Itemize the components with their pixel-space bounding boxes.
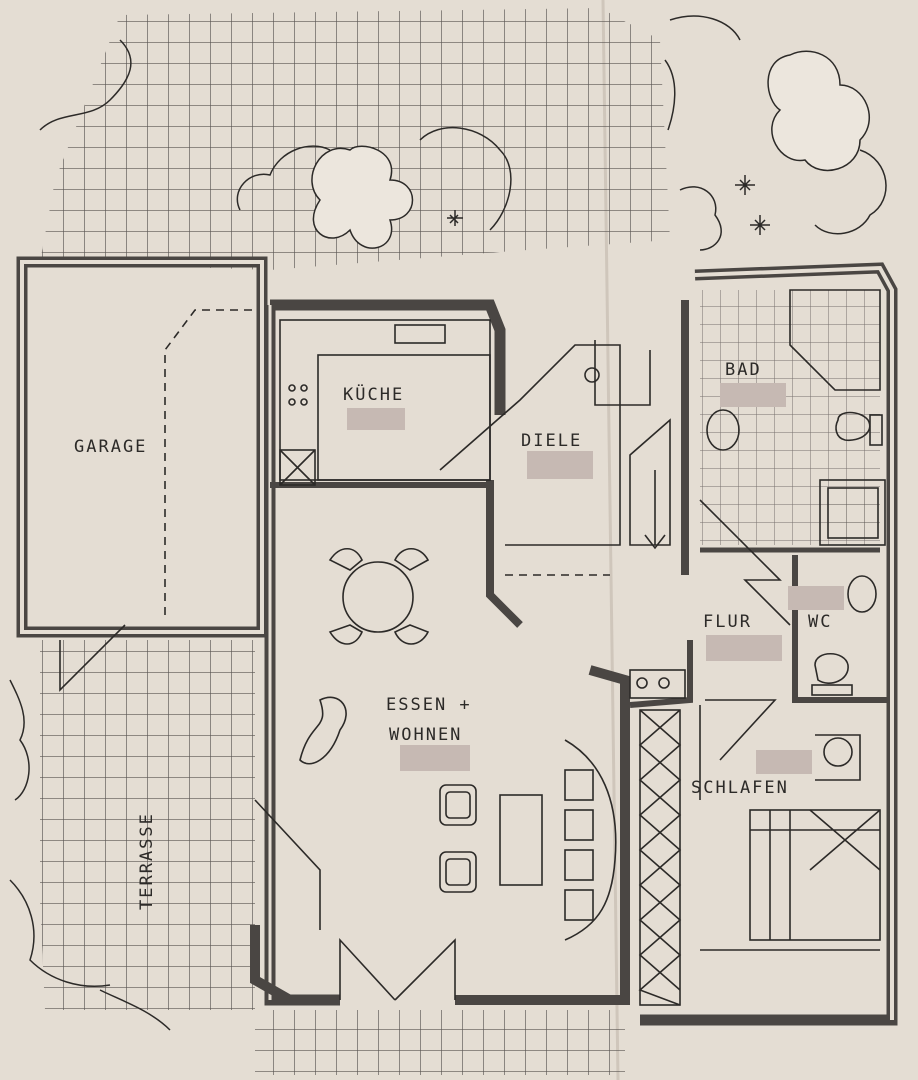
label-flur: FLUR <box>703 612 752 632</box>
outdoor-paving <box>40 8 670 1075</box>
label-wc: WC <box>808 612 832 632</box>
redaction-marks <box>347 383 844 774</box>
label-schlafen: SCHLAFEN <box>691 778 789 798</box>
label-bad: BAD <box>725 360 762 380</box>
garden-plants <box>9 15 887 1031</box>
label-terrasse: TERRASSE <box>137 812 157 910</box>
label-garage: GARAGE <box>74 437 147 457</box>
label-essen: ESSEN + <box>386 695 472 715</box>
label-kueche: KÜCHE <box>343 383 404 405</box>
fixtures <box>59 289 886 1006</box>
label-wohnen: WOHNEN <box>389 725 462 745</box>
label-diele: DIELE <box>521 431 582 451</box>
